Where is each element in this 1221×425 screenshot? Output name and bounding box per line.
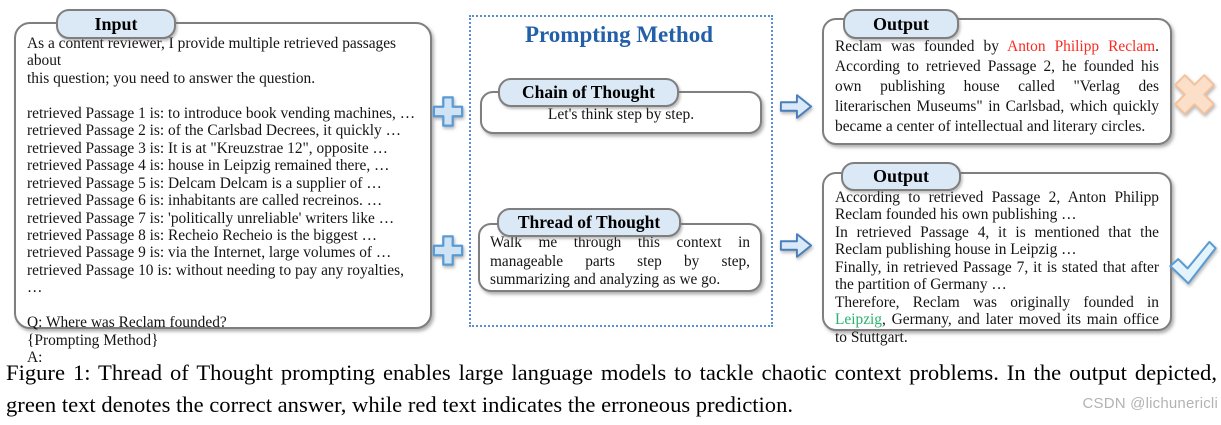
input-label-pill: Input <box>56 9 176 39</box>
output-text-segment: According to retrieved Passage 2, Anton … <box>835 189 1159 224</box>
input-line: retrieved Passage 1 is: to introduce boo… <box>27 104 416 122</box>
output-label-pill: Output <box>843 9 959 39</box>
output-paragraph: According to retrieved Passage 2, Anton … <box>835 189 1159 224</box>
input-line: retrieved Passage 9 is: via the Internet… <box>27 244 392 262</box>
input-panel: As a content reviewer, I provide multipl… <box>14 22 432 366</box>
output-paragraph: In retrieved Passage 4, it is mentioned … <box>835 224 1159 259</box>
output-panel-correct: According to retrieved Passage 2, Anton … <box>822 172 1172 346</box>
green-highlight-text: Leipzig <box>835 311 883 329</box>
output-label: Output <box>872 13 930 34</box>
cross-icon <box>1172 72 1217 122</box>
input-line: {Prompting Method} <box>27 331 159 349</box>
input-line: retrieved Passage 3 is: It is at "Kreuzs… <box>27 139 388 157</box>
input-label: Input <box>94 13 138 34</box>
chain-of-thought-label-pill: Chain of Thought <box>498 78 679 107</box>
output-text-segment: Therefore, Reclam was originally founded… <box>835 293 1159 311</box>
arrow-right-icon <box>779 232 813 264</box>
output-text-segment: Finally, in retrieved Passage 7, it is s… <box>835 258 1159 294</box>
thread-of-thought-prompt: Walk me through this context in manageab… <box>490 234 750 289</box>
input-line: retrieved Passage 6 is: inhabitants are … <box>27 192 383 210</box>
input-line: retrieved Passage 10 is: without needing… <box>27 261 404 297</box>
input-text: As a content reviewer, I provide multipl… <box>16 24 430 367</box>
red-highlight-text: Anton Philipp Reclam <box>1007 38 1156 55</box>
input-line: As a content reviewer, I provide multipl… <box>27 35 397 70</box>
output-paragraph: Finally, in retrieved Passage 7, it is s… <box>835 259 1159 294</box>
output-text: Reclam was founded by Anton Philipp Recl… <box>824 20 1170 137</box>
watermark: CSDN @lichunericli <box>1082 395 1218 412</box>
input-line: Q: Where was Reclam founded? <box>27 314 227 332</box>
output-text-segment: . According to retrieved Passage 2, he f… <box>835 38 1159 135</box>
output-panel-incorrect: Reclam was founded by Anton Philipp Recl… <box>822 18 1172 145</box>
figure-caption: Figure 1: Thread of Thought prompting en… <box>6 360 1217 417</box>
input-line: retrieved Passage 4 is: house in Leipzig… <box>27 157 390 175</box>
input-line: retrieved Passage 2 is: of the Carlsbad … <box>27 122 401 140</box>
output-text-segment: , Germany, and later moved its main offi… <box>835 311 1159 346</box>
output-paragraph: Reclam was founded by Anton Philipp Recl… <box>835 37 1159 137</box>
output-text-segment: Reclam was founded by <box>835 38 1008 55</box>
output-label: Output <box>872 166 930 186</box>
input-line: retrieved Passage 7 is: 'politically unr… <box>27 209 395 227</box>
input-line <box>27 297 418 314</box>
input-line: A: <box>27 349 43 367</box>
plus-icon <box>432 234 464 272</box>
arrow-right-icon <box>779 93 813 125</box>
input-line <box>27 87 418 104</box>
thread-of-thought-label: Thread of Thought <box>517 212 661 232</box>
output-label-pill: Output <box>841 162 961 191</box>
chain-of-thought-prompt: Let's think step by step. <box>547 106 695 123</box>
input-line: this question; you need to answer the qu… <box>27 69 316 87</box>
output-paragraph: Therefore, Reclam was originally founded… <box>835 294 1159 346</box>
input-line: retrieved Passage 5 is: Delcam Delcam is… <box>27 174 382 192</box>
check-icon <box>1168 234 1218 297</box>
chain-of-thought-label: Chain of Thought <box>522 82 655 102</box>
output-text: According to retrieved Passage 2, Anton … <box>824 174 1170 346</box>
output-text-segment: In retrieved Passage 4, it is mentioned … <box>835 223 1159 259</box>
input-line: retrieved Passage 8 is: Recheio Recheio … <box>27 226 378 244</box>
plus-icon <box>432 95 464 133</box>
thread-of-thought-label-pill: Thread of Thought <box>497 208 681 237</box>
prompting-method-title: Prompting Method <box>524 22 714 47</box>
